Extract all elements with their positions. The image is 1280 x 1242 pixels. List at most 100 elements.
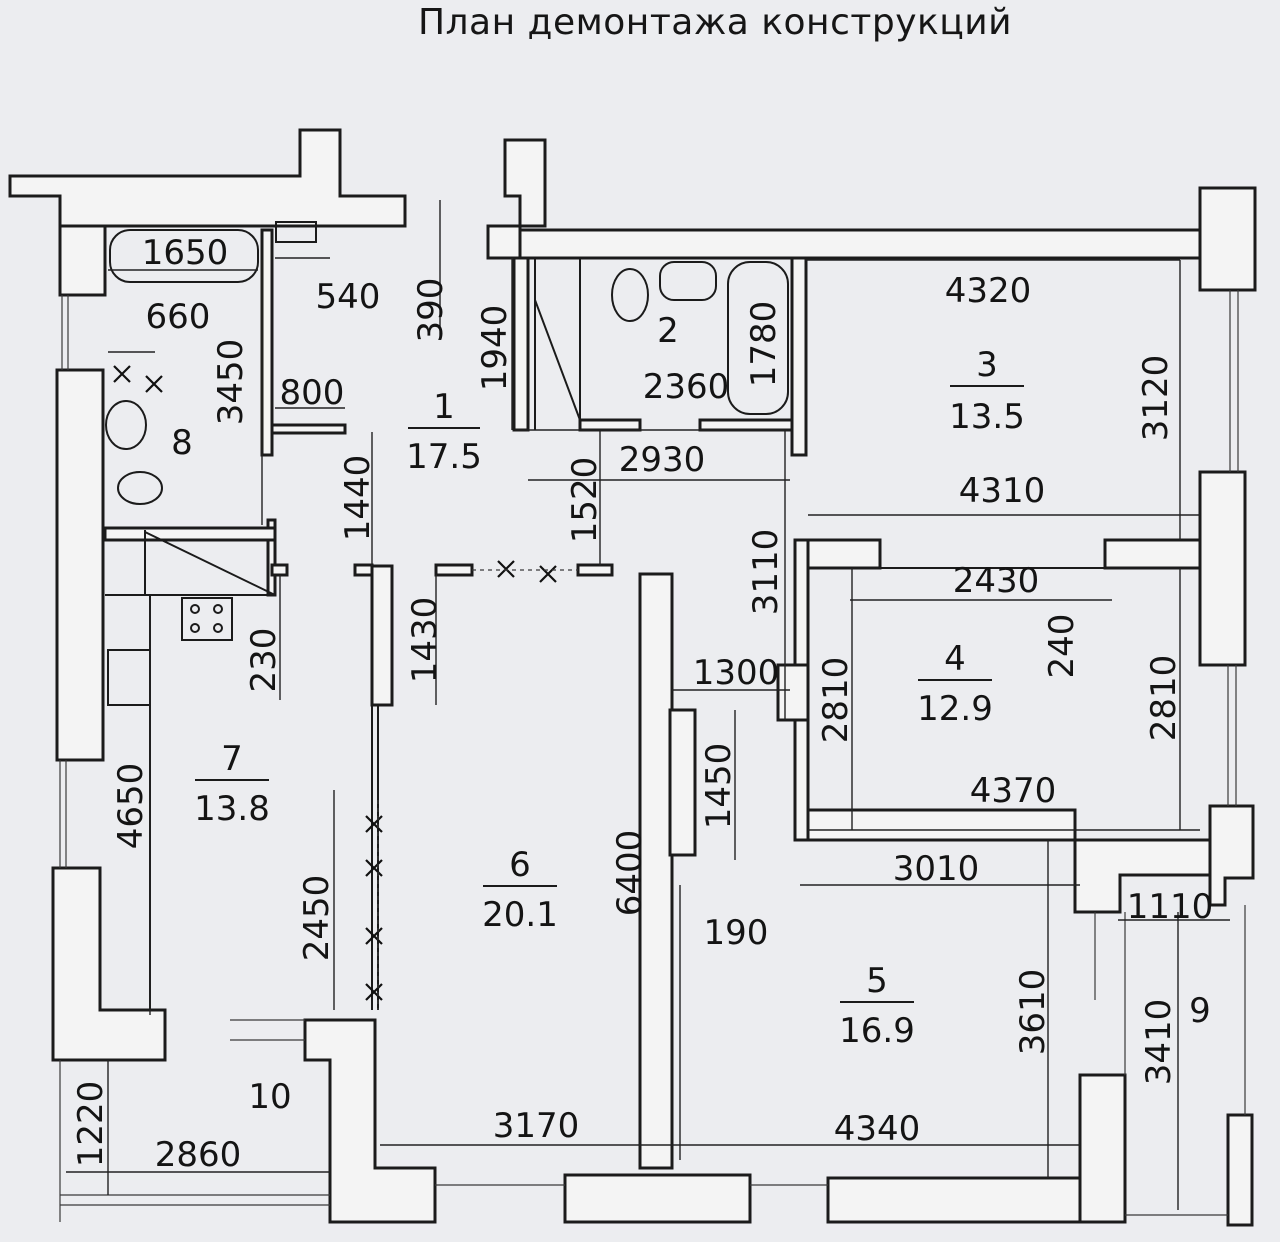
wall-bath8-bottom [103,526,277,542]
wall-bath8-right [260,228,274,457]
wall-top-right [518,228,1202,260]
demolition-mark [365,927,383,945]
demolition-mark [497,560,515,578]
wall-left-middle [55,368,105,762]
dim-3450: 3450 [211,339,251,426]
wall-top-left [8,128,407,228]
wall-room6-right [638,572,674,1170]
dim-3110: 3110 [746,529,786,616]
dim-390: 390 [411,278,451,343]
dim-800: 800 [280,373,345,413]
demolition-mark [539,565,557,583]
wall-stub-c [353,563,374,577]
dim-2430: 2430 [953,561,1040,601]
room-1-number: 1 [433,387,455,427]
dim-6400: 6400 [610,830,650,917]
dim-1520: 1520 [565,457,605,544]
wall-bottom-left [303,1018,437,1224]
demolition-mark [113,365,131,383]
wall-top-mid [503,138,547,228]
room-4-number: 4 [944,639,966,679]
demolition-mark [365,983,383,1001]
wall-pier-top [486,224,522,260]
wall-stub-d [270,563,289,577]
dim-540: 540 [316,277,381,317]
sink-room2 [659,261,717,301]
room-6-area: 20.1 [482,895,558,935]
wall-pier-corridor [776,663,810,722]
bathtub-room2 [727,261,789,415]
dim-1650: 1650 [142,233,229,273]
wall-hall-stub [270,423,347,435]
dim-1780: 1780 [744,301,784,388]
demolition-marks [113,365,578,1010]
dim-1940: 1940 [475,305,515,392]
demolition-mark [365,815,383,833]
wall-stub-a [434,563,474,577]
stove-room7 [181,597,233,641]
wall-bath2-bottom-a [578,418,642,432]
room-8-number: 8 [171,423,193,463]
dim-230: 230 [244,628,284,693]
room-7-number: 7 [221,739,243,779]
wall-closet [668,708,697,857]
kitchen-sink [107,649,151,706]
wall-room4-top-right [1103,538,1202,570]
dim-3410: 3410 [1139,999,1179,1086]
dim-3010: 3010 [893,849,980,889]
dim-4650: 4650 [111,763,151,850]
dim-190: 190 [704,913,769,953]
dim-2810-left: 2810 [816,657,856,744]
wall-room9-right [1226,1113,1254,1227]
dim-1440: 1440 [338,455,378,542]
toilet-room8 [117,471,163,505]
wall-left-top [58,224,107,297]
room-1-area: 17.5 [406,437,482,477]
dim-2810-right: 2810 [1144,655,1184,742]
dim-3610: 3610 [1013,969,1053,1056]
bathtub-room8 [109,229,259,283]
dim-2930: 2930 [619,440,706,480]
wall-room9-top [1073,838,1212,914]
room-4-area: 12.9 [917,689,993,729]
dim-4320: 4320 [945,271,1032,311]
dim-1300: 1300 [693,653,780,693]
wall-right-lower [1208,804,1255,907]
wall-bottom-right [826,1176,1082,1224]
wall-right-middle [1198,470,1247,667]
toilet-room2 [611,268,649,322]
wall-room9-left [1078,1073,1127,1224]
plan-title: План демонтажа конструкций [417,2,1013,43]
wall-bath2-left [512,256,530,432]
dim-1110: 1110 [1127,887,1214,927]
room-6-number: 6 [509,845,531,885]
wall-stub-b [576,563,614,577]
wall-corner-top-right [1198,186,1257,292]
wall-left-bottom [51,866,167,1062]
wall-room4-bottom [793,808,1077,842]
dim-4370: 4370 [970,771,1057,811]
room-3-area: 13.5 [949,397,1025,437]
room-3-number: 3 [976,345,998,385]
room-9-number: 9 [1189,991,1211,1031]
room-2-number: 2 [657,311,679,351]
dim-2450: 2450 [297,875,337,962]
room-7-area: 13.8 [194,789,270,829]
dim-2860: 2860 [155,1135,242,1175]
dim-1450: 1450 [699,743,739,830]
dim-3120: 3120 [1136,355,1176,442]
dim-2360: 2360 [643,367,730,407]
walls [8,128,1257,1227]
sink-room8 [105,400,147,450]
dimension-lines [66,200,1230,1210]
dim-3170: 3170 [493,1106,580,1146]
shaft [275,221,317,243]
wall-bath2-bottom-b [698,418,794,432]
demolition-mark [145,375,163,393]
wall-bottom-mid [563,1173,752,1224]
dim-240: 240 [1042,614,1082,679]
dimension-labels: 1650 540 660 800 4320 2360 2930 4310 243… [71,233,1213,1175]
room-5-area: 16.9 [839,1011,915,1051]
dim-1220: 1220 [71,1081,111,1168]
